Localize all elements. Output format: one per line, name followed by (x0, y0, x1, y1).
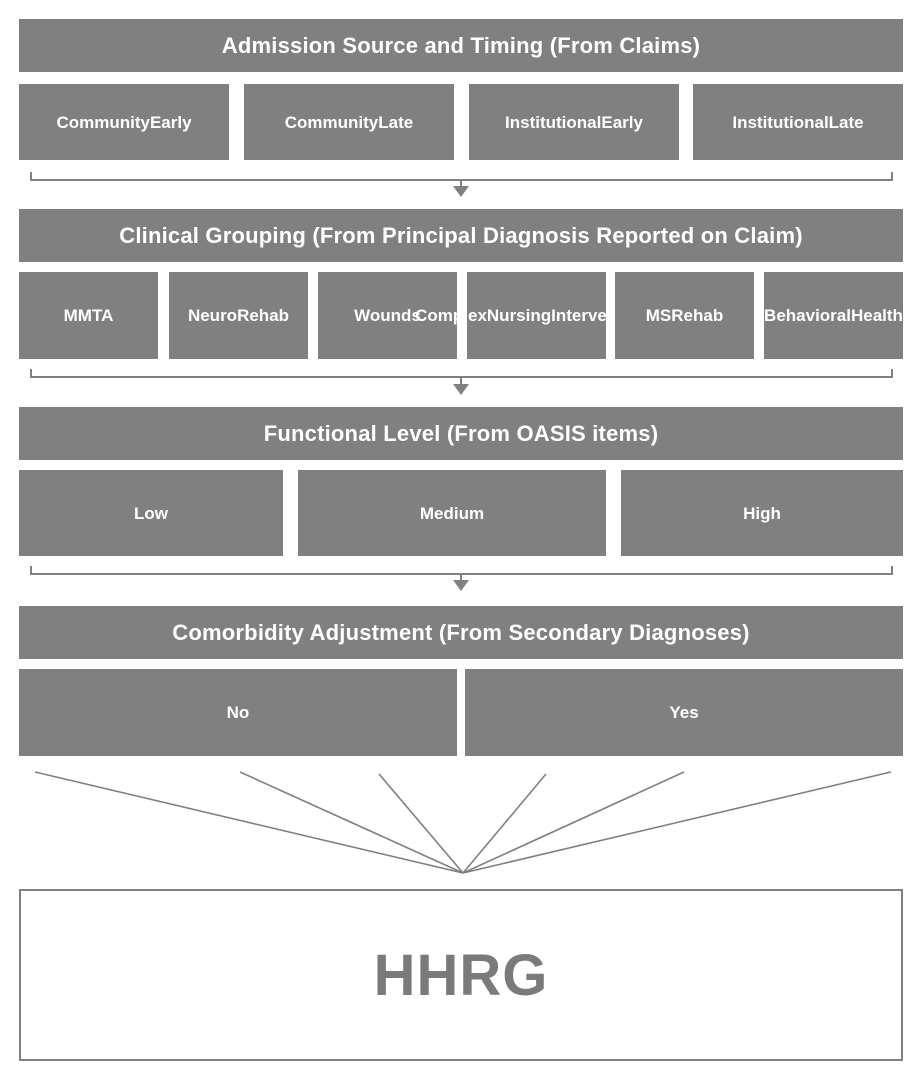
box-mmta: MMTA (19, 272, 158, 359)
bracket-admission (30, 172, 893, 181)
box-wounds: Wounds (318, 272, 457, 359)
fan-lines (34, 771, 892, 874)
result-hhrg-box: HHRG (19, 889, 903, 1061)
arrow-down-icon (453, 384, 469, 395)
bracket-functional (30, 566, 893, 575)
section-header-clinical: Clinical Grouping (From Principal Diagno… (19, 209, 903, 262)
box-high: High (621, 470, 903, 556)
arrow-down-icon (453, 186, 469, 197)
section-header-comorbidity: Comorbidity Adjustment (From Secondary D… (19, 606, 903, 659)
bracket-clinical (30, 369, 893, 378)
result-hhrg-label: HHRG (373, 942, 549, 1008)
box-yes: Yes (465, 669, 903, 756)
box-no: No (19, 669, 457, 756)
arrow-down-icon (453, 580, 469, 591)
box-medium: Medium (298, 470, 606, 556)
box-low: Low (19, 470, 283, 556)
section-header-functional: Functional Level (From OASIS items) (19, 407, 903, 460)
section-header-admission: Admission Source and Timing (From Claims… (19, 19, 903, 72)
